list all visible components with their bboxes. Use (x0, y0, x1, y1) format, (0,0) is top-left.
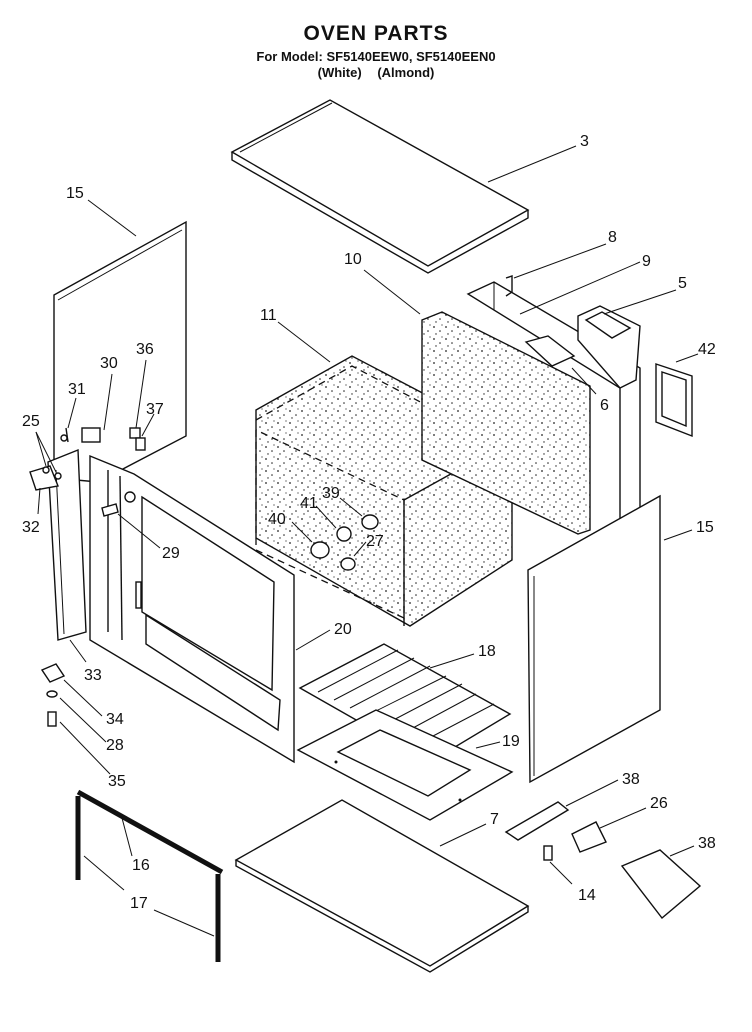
part-left-side-panel (53, 220, 187, 483)
callout-41: 41 (300, 495, 318, 512)
callout-28: 28 (106, 737, 124, 754)
variant-almond: (Almond) (377, 65, 435, 80)
callout-34: 34 (106, 711, 124, 728)
callout-20: 20 (334, 621, 352, 638)
variant-white: (White) (317, 65, 362, 80)
callout-30: 30 (100, 355, 118, 372)
part-clip (505, 275, 513, 297)
callout-36: 36 (136, 341, 154, 358)
part-brackets-upper-left (60, 427, 146, 451)
callout-27: 27 (366, 533, 384, 550)
model-line: For Model: SF5140EEW0, SF5140EEN0 (256, 49, 496, 64)
callout-32: 32 (22, 519, 40, 536)
part-lower-right-brackets (504, 801, 702, 920)
callout-16: 16 (132, 857, 150, 874)
callout-10: 10 (344, 251, 362, 268)
callout-8: 8 (608, 229, 617, 246)
variant-line: (White) (Almond) (0, 65, 752, 80)
part-trim-strips (75, 789, 224, 962)
callout-37: 37 (146, 401, 164, 418)
callout-7: 7 (490, 811, 499, 828)
part-bottom-panel (234, 799, 530, 973)
callout-33: 33 (84, 667, 102, 684)
part-rear-insulation (421, 311, 591, 535)
callout-3: 3 (580, 133, 589, 150)
callout-5: 5 (678, 275, 687, 292)
callout-15-left: 15 (66, 185, 84, 202)
part-lower-hardware (40, 663, 66, 727)
callout-9: 9 (642, 253, 651, 270)
callout-25: 25 (22, 413, 40, 430)
part-side-trim (47, 448, 87, 641)
part-top-panel (230, 99, 530, 274)
callout-11: 11 (260, 307, 277, 324)
leader-lines (35, 145, 699, 937)
callout-14: 14 (578, 887, 596, 904)
part-vent-duct (524, 305, 641, 389)
callout-26: 26 (650, 795, 668, 812)
callout-17: 17 (130, 895, 148, 912)
part-broiler-pan (296, 709, 514, 821)
part-door-latch (29, 465, 62, 491)
callout-31: 31 (68, 381, 86, 398)
callout-15-right: 15 (696, 519, 714, 536)
part-hinge-screw (101, 503, 119, 517)
callout-42: 42 (698, 341, 716, 358)
part-sensor-plugs (310, 514, 379, 571)
callout-38-upper: 38 (622, 771, 640, 788)
part-side-bracket (655, 363, 693, 438)
callout-18: 18 (478, 643, 496, 660)
callout-29: 29 (162, 545, 180, 562)
callout-35: 35 (108, 773, 126, 790)
part-right-side-panel (527, 494, 661, 784)
callout-39: 39 (322, 485, 340, 502)
page-title: OVEN PARTS (303, 22, 449, 45)
callout-40: 40 (268, 511, 286, 528)
callout-19: 19 (502, 733, 520, 750)
callout-6: 6 (600, 397, 609, 414)
callout-labels: 3 8 9 5 15 10 11 42 36 30 31 37 25 6 39 … (22, 133, 716, 912)
callout-38-lower: 38 (698, 835, 716, 852)
